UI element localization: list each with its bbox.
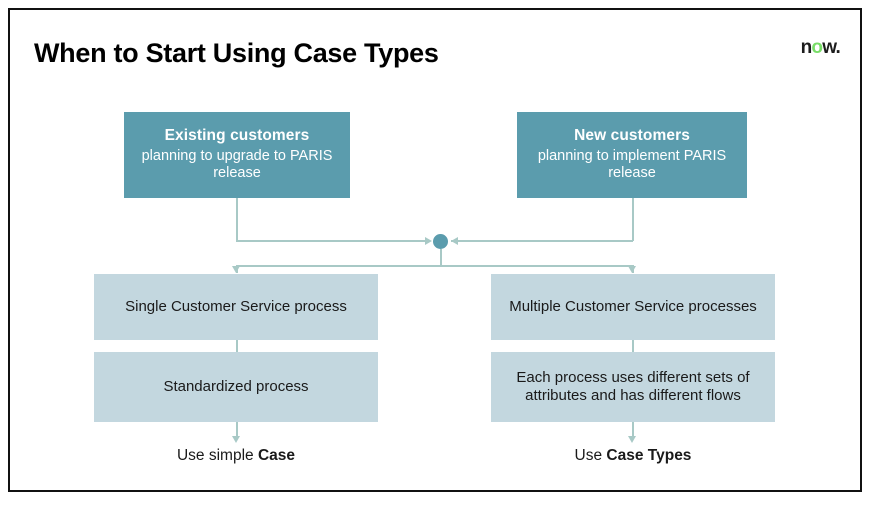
arrow-to-outcome-case-types xyxy=(628,436,636,443)
connector-standard-to-outcome xyxy=(236,422,238,438)
outcome-prefix: Use xyxy=(574,447,607,464)
logo-letter-w: w. xyxy=(822,37,841,58)
outcome-use-simple-case: Use simple Case xyxy=(94,447,378,465)
logo-letter-o: o xyxy=(811,37,823,58)
slide-canvas: When to Start Using Case Types now. Exis… xyxy=(8,8,862,492)
arrow-to-single-process xyxy=(232,266,240,273)
node-multiple-customer-service-processes[interactable]: Multiple Customer Service processes xyxy=(491,274,775,340)
node-title: Existing customers xyxy=(164,127,310,145)
arrow-to-outcome-simple-case xyxy=(232,436,240,443)
node-existing-customers[interactable]: Existing customers planning to upgrade t… xyxy=(124,112,350,198)
connector-existing-to-junction xyxy=(236,240,430,242)
node-subtitle: planning to upgrade to PARIS release xyxy=(141,147,333,182)
outcome-prefix: Use simple xyxy=(176,447,258,464)
arrow-into-junction-right xyxy=(451,237,458,245)
page-title: When to Start Using Case Types xyxy=(34,38,439,68)
node-subtitle: planning to implement PARIS release xyxy=(537,147,727,182)
connector-multiple-to-each xyxy=(632,340,634,352)
node-each-process-attributes[interactable]: Each process uses different sets of attr… xyxy=(491,352,775,422)
node-label: Single Customer Service process xyxy=(125,298,347,315)
arrow-to-multiple-processes xyxy=(628,266,636,273)
connector-each-to-outcome xyxy=(632,422,634,438)
node-label: Standardized process xyxy=(163,378,309,395)
connector-new-down xyxy=(632,198,634,241)
node-single-customer-service-process[interactable]: Single Customer Service process xyxy=(94,274,378,340)
connector-new-to-junction xyxy=(451,240,633,242)
servicenow-now-logo: now. xyxy=(800,37,841,58)
node-title: New customers xyxy=(574,127,690,145)
outcome-strong: Case xyxy=(257,447,296,464)
node-new-customers[interactable]: New customers planning to implement PARI… xyxy=(517,112,747,198)
node-standardized-process[interactable]: Standardized process xyxy=(94,352,378,422)
connector-existing-down xyxy=(236,198,238,241)
arrow-into-junction-left xyxy=(425,237,432,245)
outcome-strong: Case Types xyxy=(606,447,692,464)
outcome-use-case-types: Use Case Types xyxy=(491,447,775,465)
connector-split-bar xyxy=(236,265,633,267)
logo-letter-n: n xyxy=(800,37,813,58)
connector-single-to-standard xyxy=(236,340,238,352)
connector-junction-stem xyxy=(440,249,442,266)
node-label: Each process uses different sets of attr… xyxy=(516,369,750,404)
node-label: Multiple Customer Service processes xyxy=(509,298,757,315)
merge-junction-node[interactable] xyxy=(433,234,448,249)
